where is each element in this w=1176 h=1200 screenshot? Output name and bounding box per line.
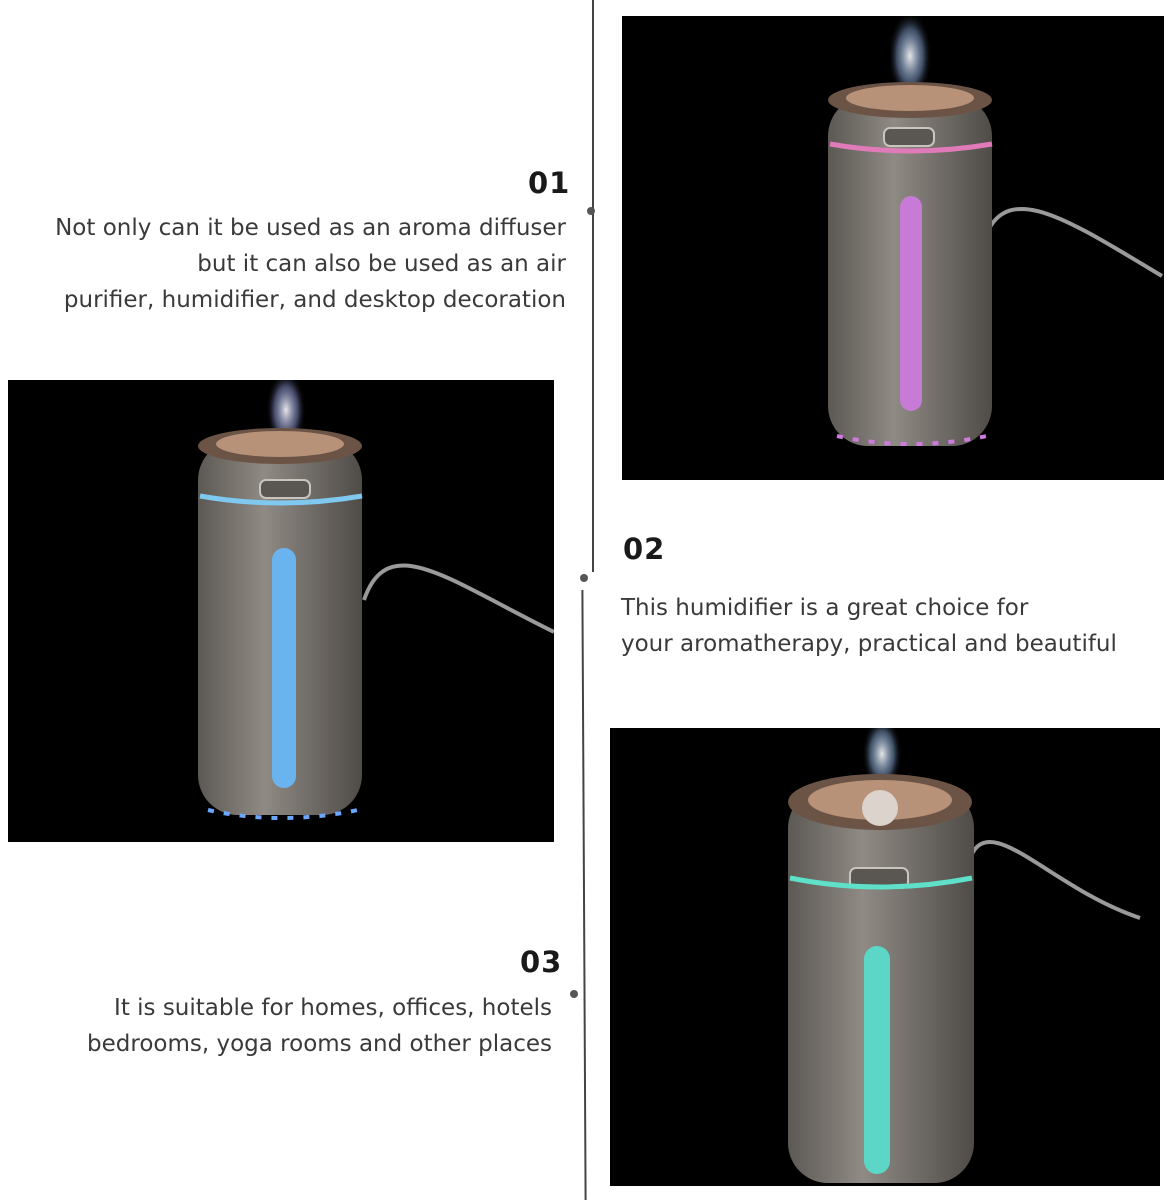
- timeline-dot-01: [587, 207, 595, 215]
- humidifier-teal-light-photo: [610, 728, 1160, 1186]
- humidifier-pink-light-photo: [622, 16, 1164, 480]
- section-number-03: 03: [520, 945, 563, 979]
- section-number-02: 02: [623, 532, 666, 566]
- section-02-line-1: This humidifier is a great choice for: [621, 595, 1029, 621]
- section-02-line-2: your aromatherapy, practical and beautif…: [621, 631, 1117, 657]
- humidifier-teal-illustration: [788, 728, 1141, 1183]
- humidifier-blue-light-photo: [8, 380, 554, 842]
- timeline-divider-upper: [592, 0, 594, 572]
- section-description-03: It is suitable for homes, offices, hotel…: [87, 990, 552, 1062]
- humidifier-pink-illustration: [828, 16, 1164, 446]
- section-number-01: 01: [528, 166, 571, 200]
- timeline-dot-03: [570, 990, 578, 998]
- section-description-01: Not only can it be used as an aroma diff…: [55, 210, 566, 318]
- section-03-line-2: bedrooms, yoga rooms and other places: [87, 1031, 552, 1057]
- section-01-line-1: Not only can it be used as an aroma diff…: [55, 215, 566, 241]
- timeline-divider-lower: [581, 589, 587, 1200]
- section-description-02: This humidifier is a great choice for yo…: [621, 590, 1117, 662]
- humidifier-blue-illustration: [198, 380, 554, 820]
- section-01-line-3: purifier, humidifier, and desktop decora…: [63, 287, 566, 313]
- section-01-line-2: but it can also be used as an air: [197, 251, 566, 277]
- timeline-dot-02: [580, 574, 588, 582]
- section-03-line-1: It is suitable for homes, offices, hotel…: [114, 995, 552, 1021]
